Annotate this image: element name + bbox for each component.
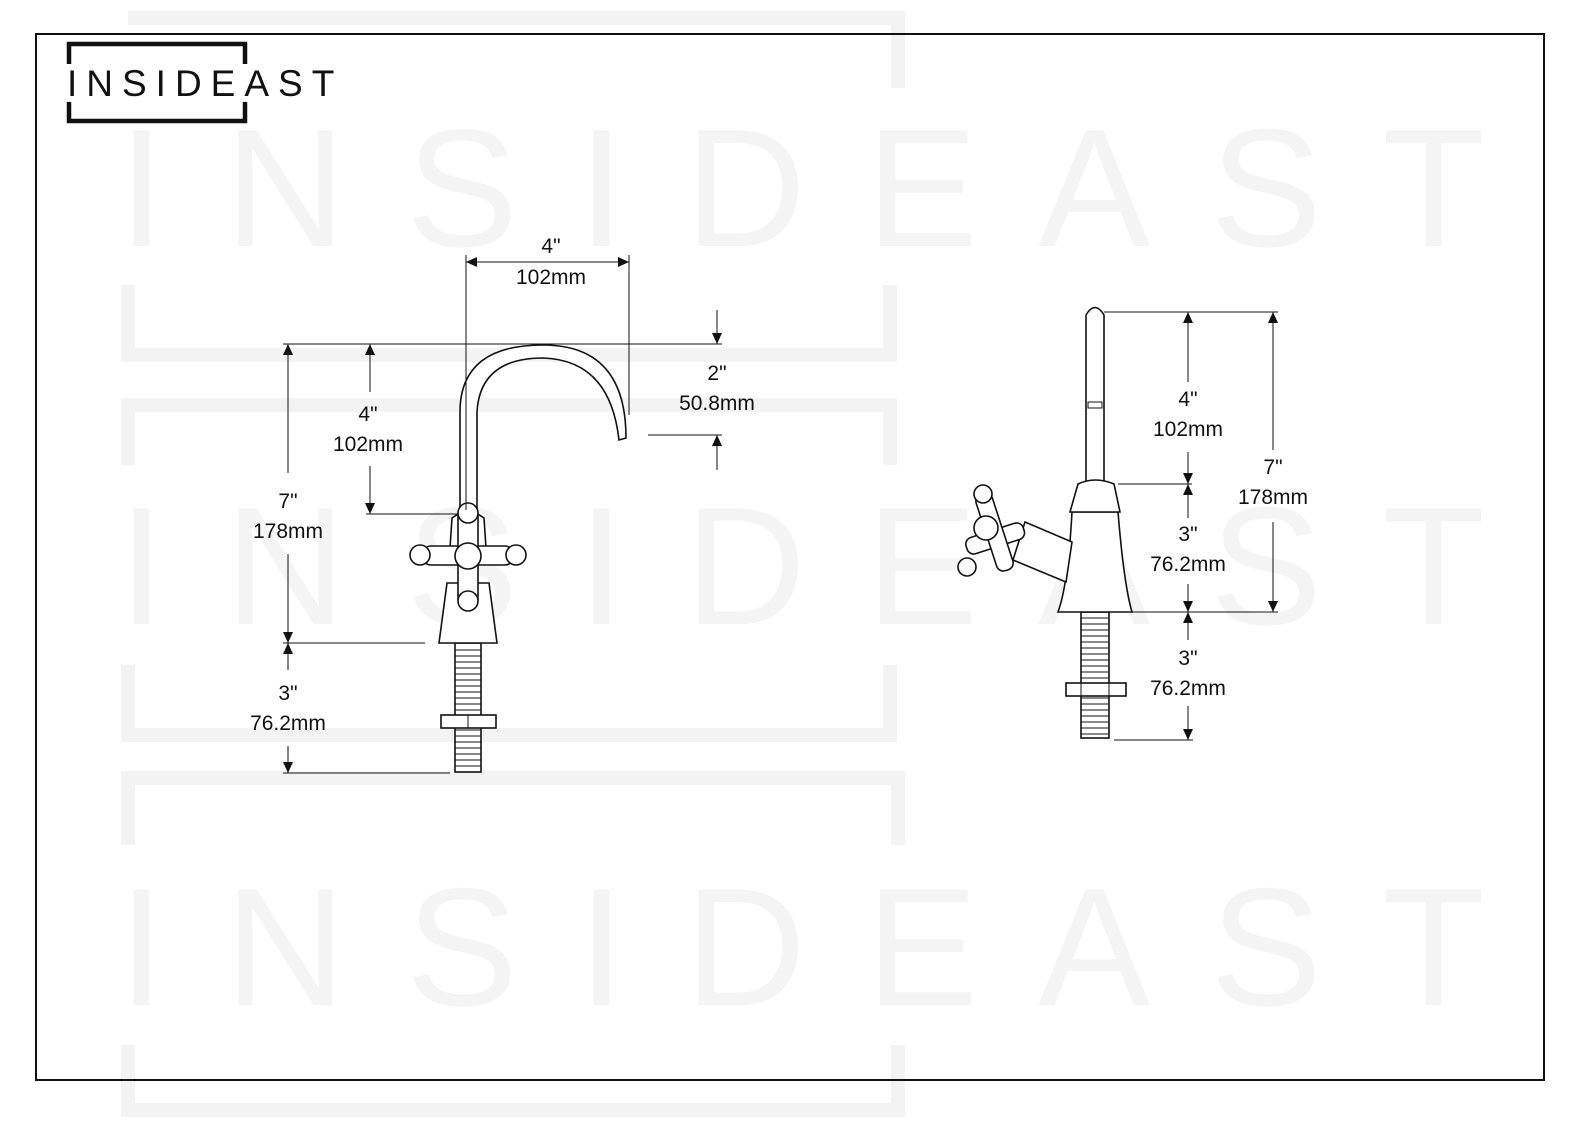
side-total-height-mm: 178mm bbox=[1238, 486, 1308, 509]
side-body-height-mm: 76.2mm bbox=[1150, 553, 1226, 576]
dim-front-shank-length: 3" 76.2mm bbox=[250, 643, 450, 774]
front-shank-length-inch: 3" bbox=[278, 682, 297, 705]
side-cross-handle bbox=[957, 484, 1026, 577]
front-cross-handle bbox=[409, 502, 527, 612]
dim-side-spout-height: 4" 102mm bbox=[1104, 311, 1278, 485]
front-spout-height-mm: 102mm bbox=[333, 433, 403, 456]
side-faucet bbox=[957, 306, 1134, 739]
front-spout-drop-inch: 2" bbox=[707, 362, 726, 385]
side-spout bbox=[1085, 306, 1105, 485]
dim-side-shank-length: 3" 76.2mm bbox=[1114, 612, 1226, 741]
dim-side-total-height: 7" 178mm bbox=[1132, 312, 1308, 613]
side-shank bbox=[1080, 611, 1110, 739]
watermark-text-middle: INSIDEAST bbox=[118, 472, 1545, 660]
front-faucet bbox=[409, 344, 627, 773]
side-view: 4" 102mm 7" 178mm 3" 76.2mm 3" 76.2mm bbox=[957, 306, 1308, 741]
side-shank-length-inch: 3" bbox=[1178, 647, 1197, 670]
front-spout-reach-inch: 4" bbox=[541, 235, 560, 258]
side-spout-height-mm: 102mm bbox=[1153, 418, 1223, 441]
front-total-height-inch: 7" bbox=[278, 490, 297, 513]
side-nut bbox=[1065, 682, 1127, 697]
brand-logo: INSIDEAST bbox=[66, 41, 343, 124]
front-spout-height-inch: 4" bbox=[358, 403, 377, 426]
dim-front-spout-drop: 2" 50.8mm bbox=[283, 310, 755, 470]
dim-side-body-height: 3" 76.2mm bbox=[1150, 484, 1226, 612]
dim-front-spout-height: 4" 102mm bbox=[333, 344, 458, 515]
side-valve-boss bbox=[1012, 520, 1073, 584]
side-shank-thread bbox=[1081, 617, 1109, 735]
dim-front-total-height: 7" 178mm bbox=[253, 344, 425, 644]
side-body-height-inch: 3" bbox=[1178, 523, 1197, 546]
front-shank-thread bbox=[455, 649, 481, 767]
front-spout-reach-mm: 102mm bbox=[516, 266, 586, 289]
front-spout bbox=[459, 344, 627, 513]
front-body bbox=[438, 582, 498, 644]
sheet-border bbox=[35, 33, 1545, 1081]
watermark-text-bottom: INSIDEAST bbox=[118, 853, 1545, 1041]
brand-name: INSIDEAST bbox=[67, 63, 343, 104]
front-spout-drop-mm: 50.8mm bbox=[679, 392, 755, 415]
side-total-height-inch: 7" bbox=[1263, 456, 1282, 479]
side-shank-length-mm: 76.2mm bbox=[1150, 677, 1226, 700]
front-view: 4" 102mm 2" 50.8mm 4" 102mm 7" 178mm bbox=[250, 235, 755, 774]
front-shank-length-mm: 76.2mm bbox=[250, 712, 326, 735]
watermark-text-top: INSIDEAST bbox=[118, 94, 1545, 282]
dim-front-spout-reach: 4" 102mm bbox=[465, 235, 630, 510]
front-total-height-mm: 178mm bbox=[253, 520, 323, 543]
side-spout-height-inch: 4" bbox=[1178, 388, 1197, 411]
watermark: INSIDEAST INSIDEAST INSIDEAST bbox=[118, 11, 1545, 1117]
side-bonnet bbox=[1068, 479, 1121, 513]
